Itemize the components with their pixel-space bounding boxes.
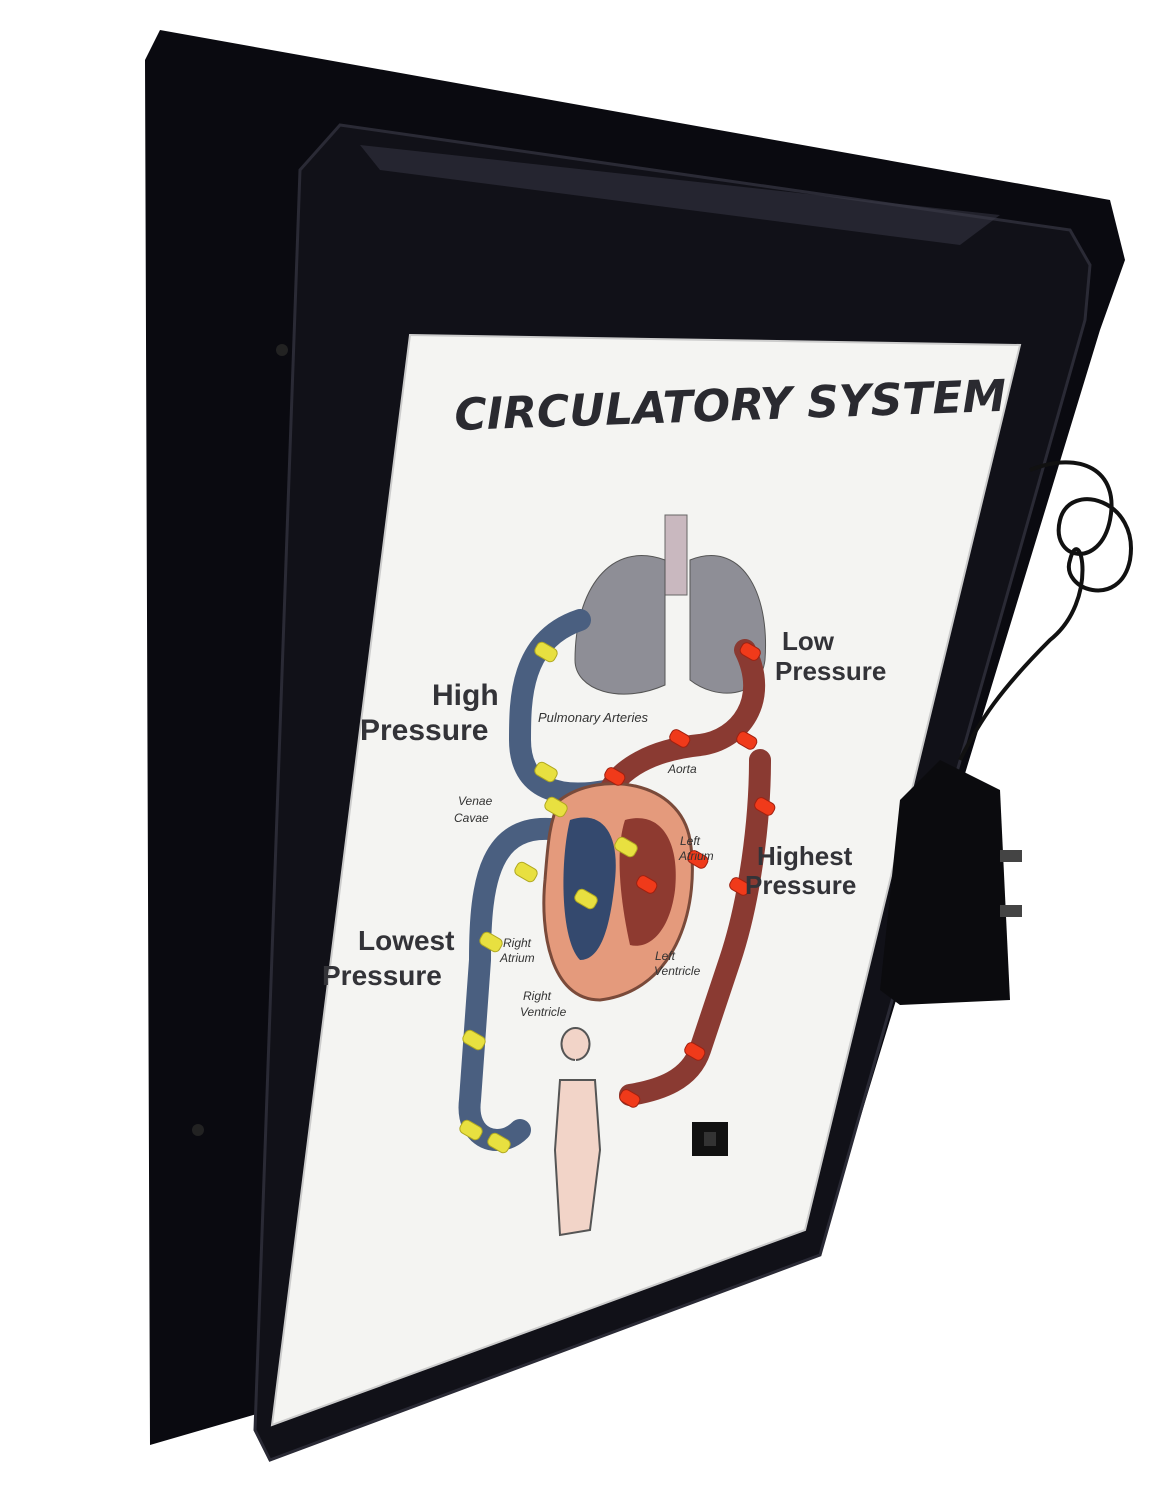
label-high-pressure: Pressure (360, 714, 488, 747)
label-lowest-pressure: Pressure (322, 960, 442, 991)
red-leds (604, 642, 776, 1108)
label-left-ventricle: Left (655, 949, 676, 963)
label-right-ventricle: Ventricle (520, 1005, 567, 1019)
power-cable (958, 460, 1133, 761)
label-right-ventricle: Right (523, 989, 552, 1003)
yellow-leds (459, 641, 638, 1154)
bezel-highlight (360, 145, 1000, 245)
human-figure (553, 1027, 602, 1237)
label-right-atrium: Atrium (499, 951, 535, 965)
label-low-pressure: Low (782, 626, 835, 656)
label-venae-cavae: Venae (458, 794, 493, 808)
label-lowest-pressure: Lowest (358, 925, 454, 956)
label-pulmonary-arteries: Pulmonary Arteries (538, 710, 649, 725)
small-labels: Pulmonary Arteries Aorta Venae Cavae Lef… (454, 710, 714, 1019)
label-right-atrium: Right (503, 936, 532, 950)
label-low-pressure: Pressure (775, 656, 886, 686)
label-high-pressure: High (432, 679, 499, 712)
label-highest-pressure: Highest (757, 841, 853, 871)
lungs-illustration (574, 514, 767, 695)
label-venae-cavae: Cavae (454, 811, 489, 825)
label-left-ventricle: Ventricle (654, 964, 701, 978)
heart-right-side (563, 817, 616, 960)
big-labels: High Pressure Low Pressure Highest Press… (322, 626, 886, 991)
power-adapter (880, 760, 1022, 1005)
screw (276, 344, 288, 356)
label-left-atrium: Left (680, 834, 701, 848)
push-button[interactable] (692, 1122, 728, 1156)
label-highest-pressure: Pressure (745, 870, 856, 900)
screw (192, 1124, 204, 1136)
label-left-atrium: Atrium (678, 849, 714, 863)
label-aorta: Aorta (667, 762, 697, 776)
